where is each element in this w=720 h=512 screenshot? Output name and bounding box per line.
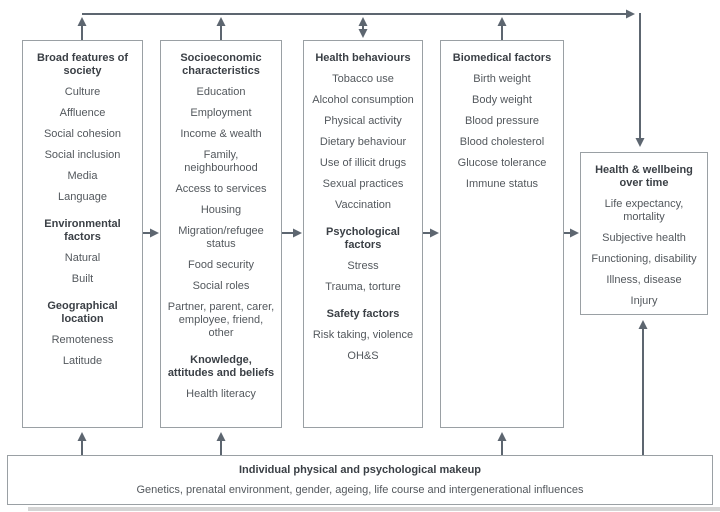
factor-item: Language — [58, 191, 107, 203]
factor-item: Trauma, torture — [325, 281, 401, 293]
section-title: Broad features of society — [36, 52, 129, 77]
factor-item: Alcohol consumption — [312, 94, 414, 106]
factor-item: Blood pressure — [465, 115, 539, 127]
factor-item: Media — [67, 170, 98, 182]
section-title: Health & wellbeing over time — [595, 164, 693, 189]
bottom-box-description: Genetics, prenatal environment, gender, … — [136, 484, 584, 496]
factor-item: Employment — [190, 107, 252, 119]
factor-item: Sexual practices — [322, 178, 404, 190]
factor-item: Birth weight — [473, 73, 531, 85]
factor-item: Latitude — [62, 355, 103, 367]
factor-item: Partner, parent, carer, employee, friend… — [167, 301, 275, 339]
factor-item: Subjective health — [602, 232, 686, 244]
factor-item: Family, neighbourhood — [184, 149, 258, 174]
factor-item: Life expectancy, mortality — [604, 198, 684, 223]
factor-item: OH&S — [347, 350, 379, 362]
factor-item: Food security — [187, 259, 255, 271]
section-title: Knowledge, attitudes and beliefs — [167, 354, 275, 379]
bottom-box-title: Individual physical and psychological ma… — [238, 464, 482, 476]
factor-item: Risk taking, violence — [312, 329, 414, 341]
factor-item: Education — [196, 86, 246, 98]
factor-item: Affluence — [59, 107, 106, 119]
section-title: Geographical location — [47, 300, 118, 325]
factor-item: Glucose tolerance — [457, 157, 547, 169]
factor-item: Body weight — [472, 94, 532, 106]
factor-item: Culture — [64, 86, 101, 98]
box-individual-makeup: Individual physical and psychological ma… — [7, 455, 713, 505]
factor-item: Functioning, disability — [591, 253, 697, 265]
factor-item: Blood cholesterol — [459, 136, 545, 148]
factor-item: Built — [71, 273, 94, 285]
factor-item: Access to services — [175, 183, 267, 195]
section-title: Psychological factors — [326, 226, 400, 251]
factor-item: Vaccination — [334, 199, 392, 211]
section-title: Safety factors — [326, 308, 400, 320]
factor-item: Social roles — [192, 280, 250, 292]
factor-item: Housing — [200, 204, 242, 216]
factor-item: Injury — [630, 295, 658, 307]
factor-item: Social cohesion — [43, 128, 122, 140]
factor-item: Stress — [347, 260, 379, 272]
factor-item: Physical activity — [324, 115, 402, 127]
factor-item: Immune status — [465, 178, 539, 190]
factor-item: Migration/refugee status — [178, 225, 264, 250]
section-title: Environmental factors — [44, 218, 121, 243]
section-title: Socioeconomic characteristics — [180, 52, 262, 77]
factor-item: Health literacy — [186, 388, 256, 400]
factor-item: Social inclusion — [44, 149, 121, 161]
factor-item: Illness, disease — [606, 274, 682, 286]
section-title: Biomedical factors — [452, 52, 552, 64]
factor-item: Remoteness — [51, 334, 114, 346]
factor-item: Income & wealth — [180, 128, 262, 140]
factor-item: Use of illicit drugs — [319, 157, 407, 169]
page-edge-shadow — [28, 507, 720, 511]
section-title: Health behaviours — [315, 52, 411, 64]
factor-item: Dietary behaviour — [319, 136, 407, 148]
factor-item: Tobacco use — [332, 73, 394, 85]
factor-item: Natural — [64, 252, 101, 264]
